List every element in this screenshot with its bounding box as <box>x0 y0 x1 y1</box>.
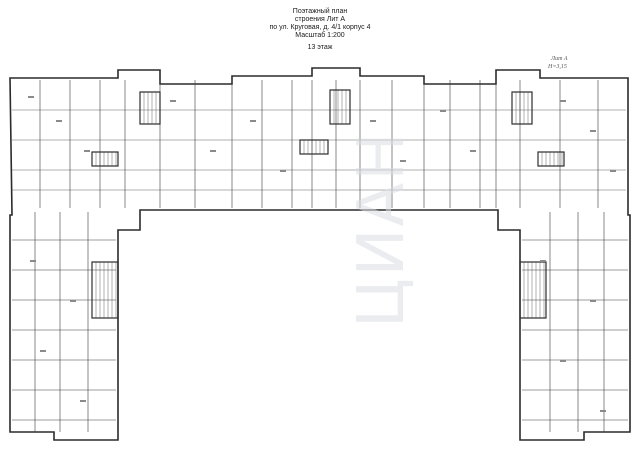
room-annotation-mark <box>170 100 176 102</box>
room-annotation-mark <box>400 160 406 162</box>
stairwell-right <box>511 91 533 125</box>
room-annotation-mark <box>80 400 86 402</box>
room-annotation-mark <box>590 300 596 302</box>
room-annotation-mark <box>600 410 606 412</box>
room-annotation-mark <box>370 120 376 122</box>
room-annotation-mark <box>560 100 566 102</box>
room-annotation-mark <box>84 150 90 152</box>
room-annotation-mark <box>56 120 62 122</box>
lit-note: Лит А <box>551 56 568 62</box>
room-annotation-mark <box>540 260 546 262</box>
stairwell-left <box>139 91 161 125</box>
plan-subtitle-building: строения Лит А <box>294 16 346 23</box>
room-annotation-mark <box>590 130 596 132</box>
room-annotation-mark <box>440 110 446 112</box>
plan-address: по ул. Круговая, д. 4/1 корпус 4 <box>269 24 371 31</box>
plan-scale: Масштаб 1:200 <box>295 32 345 39</box>
room-annotation-mark <box>560 360 566 362</box>
room-annotation-mark <box>30 260 36 262</box>
room-annotation-mark <box>610 170 616 172</box>
room-annotation-mark <box>470 150 476 152</box>
room-annotation-mark <box>70 300 76 302</box>
floor-label: 13 этаж <box>307 44 333 51</box>
building-outline <box>9 67 631 441</box>
stairwell-center <box>329 89 351 125</box>
room-annotation-mark <box>40 350 46 352</box>
height-note: Н=3,15 <box>548 64 567 70</box>
room-annotation-mark <box>280 170 286 172</box>
room-annotation-mark <box>210 150 216 152</box>
room-annotation-mark <box>250 120 256 122</box>
plan-title: Поэтажный план <box>292 8 348 15</box>
room-annotation-mark <box>28 96 34 98</box>
